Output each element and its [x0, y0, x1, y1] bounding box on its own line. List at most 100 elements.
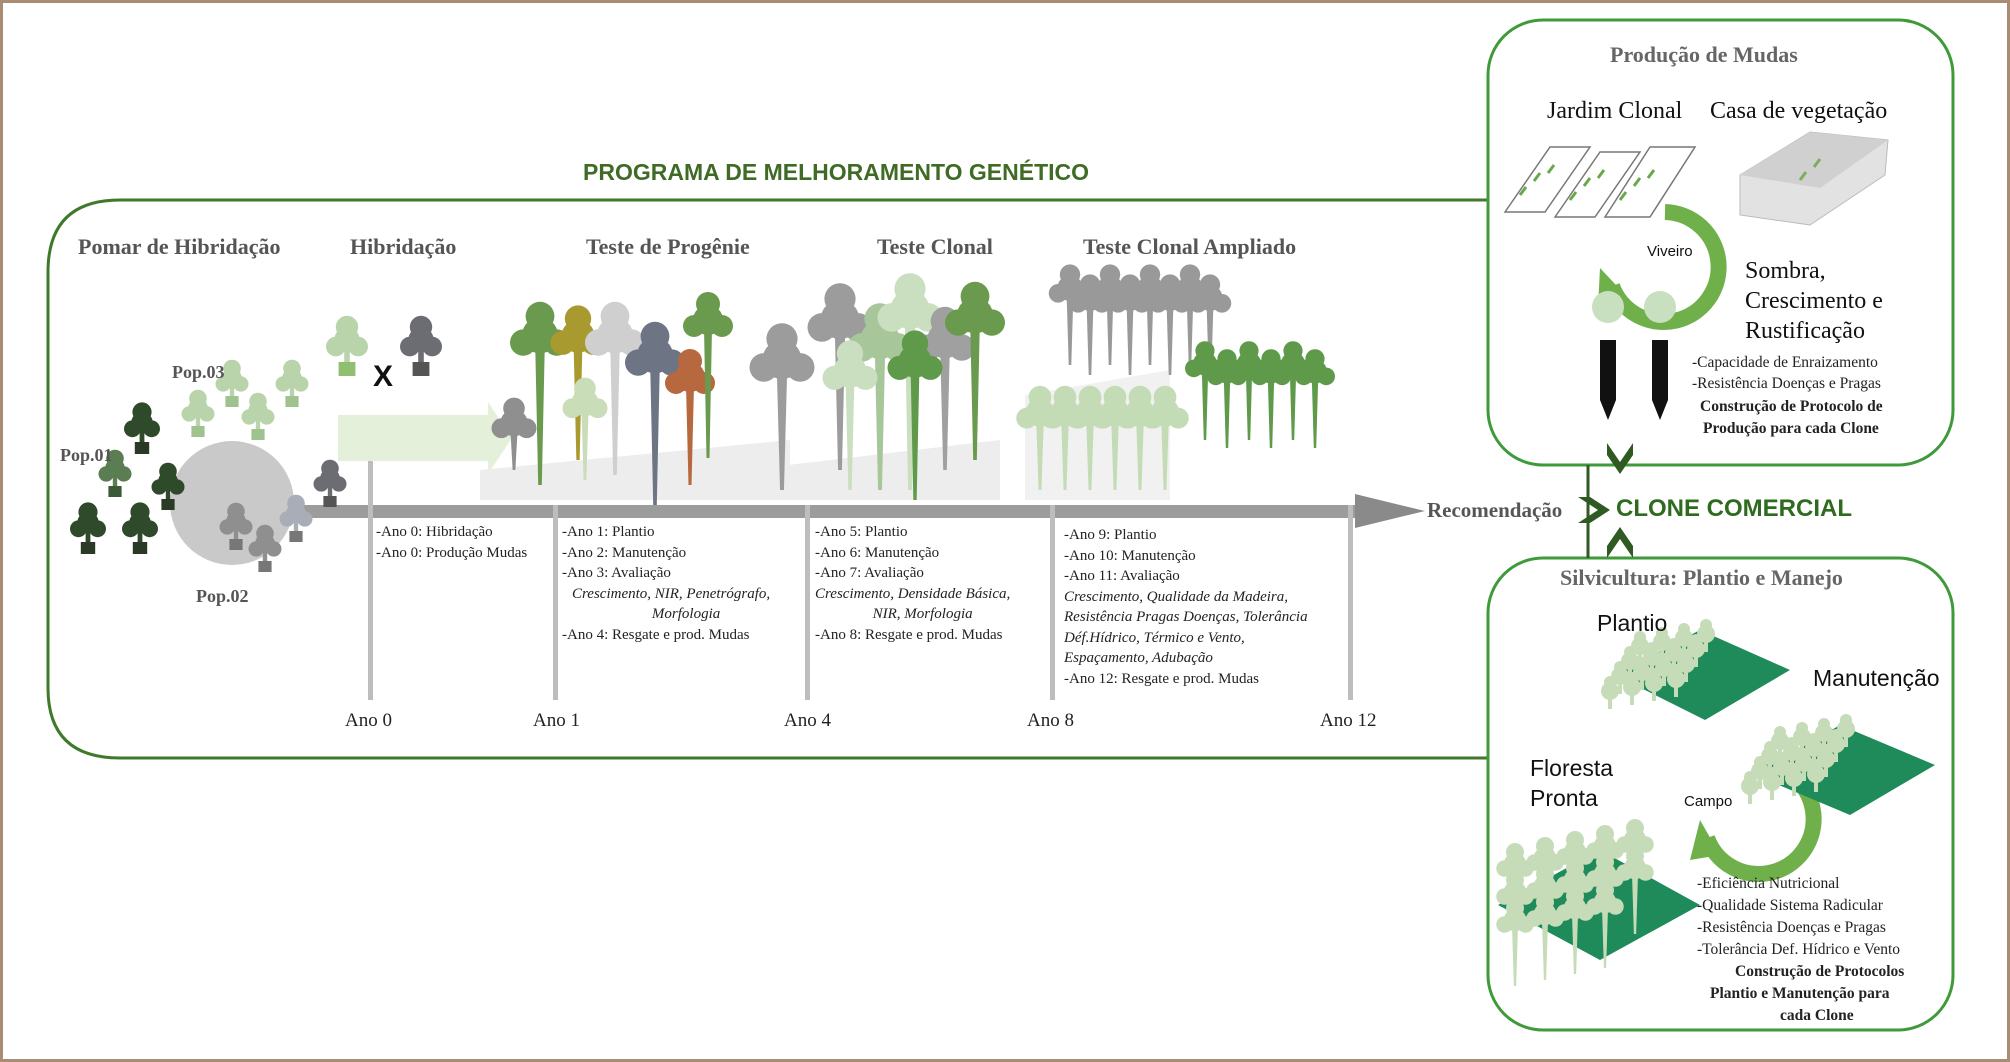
- silvicultura-protocol: Plantio e Manutenção para: [1710, 985, 1890, 1002]
- timeline-arrowhead: [1355, 494, 1425, 528]
- note-line: -Ano 12: Resgate e prod. Mudas: [1064, 670, 1259, 687]
- casa-vegetacao-label: Casa de vegetação: [1710, 98, 1888, 124]
- floresta-line: Pronta: [1530, 785, 1598, 811]
- producao-protocol: Produção para cada Clone: [1703, 420, 1879, 437]
- producao-item: -Resistência Doenças e Pragas: [1692, 375, 1881, 392]
- clonal-ground: [745, 440, 1000, 500]
- silvicultura-title: Silvicultura: Plantio e Manejo: [1560, 565, 1843, 590]
- note-line: Crescimento, NIR, Penetrógrafo,: [572, 585, 771, 602]
- note-line: -Ano 10: Manutenção: [1064, 547, 1196, 564]
- producao-title: Produção de Mudas: [1610, 42, 1798, 67]
- potted-tree-icon: [400, 315, 443, 376]
- field-tree-icon: [1633, 657, 1651, 690]
- potted-tree-icon: [275, 359, 309, 407]
- field-tree-icon: [1667, 664, 1685, 697]
- notes-ano4: -Ano 5: Plantio -Ano 6: Manutenção -Ano …: [815, 522, 1010, 645]
- clone-comercial-label: CLONE COMERCIAL: [1616, 495, 1852, 522]
- tick-ano12: [1348, 505, 1353, 700]
- note-line: -Ano 3: Avaliação: [562, 565, 671, 581]
- year-label: Ano 8: [1027, 710, 1074, 731]
- pop02-label: Pop.02: [196, 586, 249, 606]
- manutencao-label: Manutenção: [1813, 665, 1940, 691]
- potted-tree-icon: [123, 402, 161, 454]
- notes-ano8: -Ano 9: Plantio -Ano 10: Manutenção -Ano…: [1064, 525, 1308, 689]
- viveiro-label: Viveiro: [1647, 243, 1693, 260]
- potted-tree-icon: [248, 524, 282, 572]
- note-line: -Ano 0: Hibridação: [376, 524, 493, 540]
- field-tree-icon: [1807, 759, 1825, 792]
- chevron-right-icon: [1578, 497, 1610, 523]
- note-line: -Ano 9: Plantio: [1064, 527, 1157, 543]
- field-tree-icon: [1623, 672, 1641, 705]
- field-tree-icon: [1601, 676, 1619, 709]
- note-line: Morfologia: [651, 606, 721, 622]
- year-label: Ano 4: [784, 710, 831, 731]
- pop03-label: Pop.03: [172, 362, 225, 382]
- potted-tree-icon: [98, 449, 132, 497]
- jardim-clonal-trays: [1503, 146, 1697, 218]
- producao-protocol: Construção de Protocolo de: [1700, 398, 1883, 415]
- tall-tree-icon: [822, 340, 878, 490]
- sombra-line: Crescimento e: [1745, 288, 1883, 314]
- silvicultura-item: -Tolerância Def. Hídrico e Vento: [1697, 941, 1901, 958]
- stage-hibridacao: Hibridação: [350, 234, 457, 259]
- recommendation-label: Recomendação: [1427, 498, 1563, 522]
- tick-ano4: [805, 505, 810, 700]
- potted-tree-icon: [279, 494, 313, 542]
- notes-ano1: -Ano 1: Plantio -Ano 2: Manutenção -Ano …: [562, 522, 770, 645]
- potted-tree-icon: [241, 392, 275, 440]
- tall-tree-icon: [1586, 881, 1624, 968]
- jardim-clonal-label: Jardim Clonal: [1547, 98, 1683, 124]
- plantio-label: Plantio: [1597, 610, 1668, 636]
- field-tree-icon: [1645, 668, 1663, 701]
- potted-tree-icon: [219, 502, 253, 550]
- note-line: Crescimento, Qualidade da Madeira,: [1064, 588, 1288, 605]
- progenie-ground: [480, 440, 790, 500]
- program-title: PROGRAMA DE MELHORAMENTO GENÉTICO: [583, 159, 1090, 185]
- potted-tree-icon: [326, 315, 369, 376]
- tall-tree-icon: [683, 292, 733, 458]
- potted-tree-icon: [121, 502, 159, 554]
- note-line: -Ano 5: Plantio: [815, 524, 908, 540]
- tick-ano8: [1050, 505, 1055, 700]
- tall-tree-icon: [1556, 887, 1594, 974]
- campo-label: Campo: [1684, 793, 1733, 810]
- note-line: -Ano 1: Plantio: [562, 524, 655, 540]
- field-tree-icon: [1785, 763, 1803, 796]
- tall-tree-icon: [562, 377, 608, 480]
- tall-tree-icon: [510, 301, 570, 485]
- tall-tree-icon: [749, 323, 815, 490]
- tall-tree-icon: [1526, 893, 1564, 980]
- cross-symbol: X: [373, 360, 394, 393]
- potted-tree-icon: [215, 359, 249, 407]
- sombra-line: Rustificação: [1745, 318, 1865, 344]
- pop01-label: Pop.01: [60, 445, 113, 465]
- timeline-bar: [180, 505, 1365, 518]
- year-label: Ano 12: [1320, 710, 1377, 731]
- note-line: -Ano 4: Resgate e prod. Mudas: [562, 626, 750, 643]
- casa-vegetacao-icon: [1739, 131, 1889, 226]
- stage-progenie: Teste de Progênie: [586, 234, 750, 259]
- potted-tree-icon: [181, 389, 215, 437]
- potted-tree-icon: [313, 459, 347, 507]
- chevron-up-icon: [1607, 527, 1633, 558]
- program-container: [46, 198, 1490, 760]
- potted-tree-icon: [151, 462, 185, 510]
- tall-tree-icon: [1141, 385, 1189, 490]
- tall-tree-icon: [491, 397, 537, 470]
- notes-ano0: -Ano 0: Hibridação -Ano 0: Produção Muda…: [376, 522, 527, 563]
- note-line: -Ano 0: Produção Mudas: [376, 544, 528, 561]
- year-label: Ano 0: [345, 710, 392, 731]
- note-line: NIR, Morfologia: [872, 606, 973, 622]
- stage-ampliado: Teste Clonal Ampliado: [1083, 234, 1297, 259]
- note-line: Resistência Pragas Doenças, Tolerância: [1064, 609, 1308, 625]
- floresta-line: Floresta: [1530, 755, 1614, 781]
- tall-tree-icon: [1295, 349, 1335, 448]
- note-line: -Ano 7: Avaliação: [815, 565, 924, 581]
- field-tree-icon: [1675, 623, 1693, 656]
- silvicultura-protocol: cada Clone: [1780, 1007, 1854, 1024]
- field-tree-icon: [1763, 767, 1781, 800]
